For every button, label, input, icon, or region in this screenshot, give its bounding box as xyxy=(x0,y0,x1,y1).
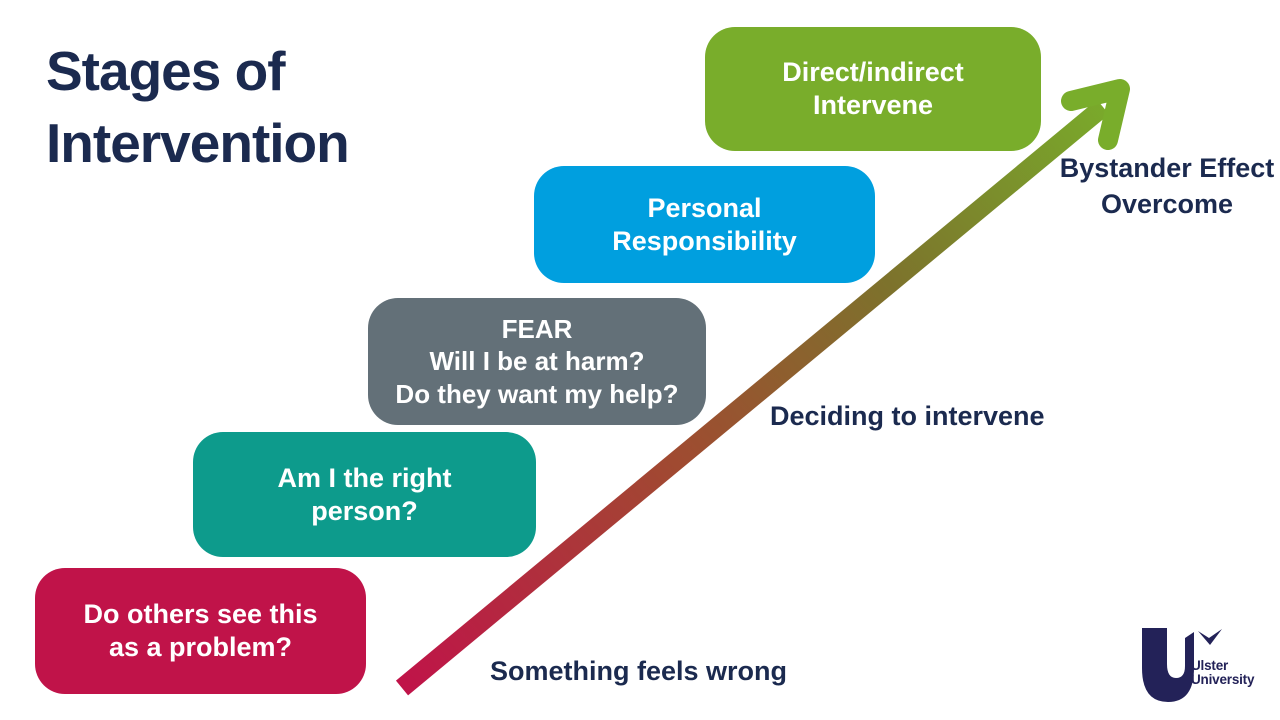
ulster-u-icon xyxy=(1142,628,1194,702)
caption-something-feels-wrong: Something feels wrong xyxy=(490,656,788,686)
arrow-head-icon xyxy=(1061,79,1130,150)
arrow-shaft xyxy=(395,99,1110,696)
ulster-university-logo: Ulster University xyxy=(1140,626,1265,708)
stage-box-personal-responsibility: Personal Responsibility xyxy=(534,166,875,283)
stage-box-am-i-right-person: Am I the right person? xyxy=(193,432,536,557)
stage-box-label: Personal Responsibility xyxy=(612,192,797,256)
page-title: Stages of Intervention xyxy=(46,40,350,174)
stage-box-label: FEAR Will I be at harm? Do they want my … xyxy=(395,313,679,409)
stage-box-direct-indirect-intervene: Direct/indirect Intervene xyxy=(705,27,1041,151)
ulster-logo-mark xyxy=(1142,628,1222,702)
stage-box-label: Am I the right person? xyxy=(277,462,452,526)
stage-box-label: Do others see this as a problem? xyxy=(83,599,318,662)
stage-box-label: Direct/indirect Intervene xyxy=(782,57,964,120)
stage-box-fear: FEAR Will I be at harm? Do they want my … xyxy=(368,298,706,425)
ulster-logo-text: Ulster University xyxy=(1191,658,1255,687)
bird-icon xyxy=(1198,629,1222,645)
caption-bystander-effect-overcome: Bystander Effect Overcome xyxy=(1059,153,1275,219)
caption-deciding-to-intervene: Deciding to intervene xyxy=(770,401,1045,431)
stage-box-do-others-see: Do others see this as a problem? xyxy=(35,568,366,694)
